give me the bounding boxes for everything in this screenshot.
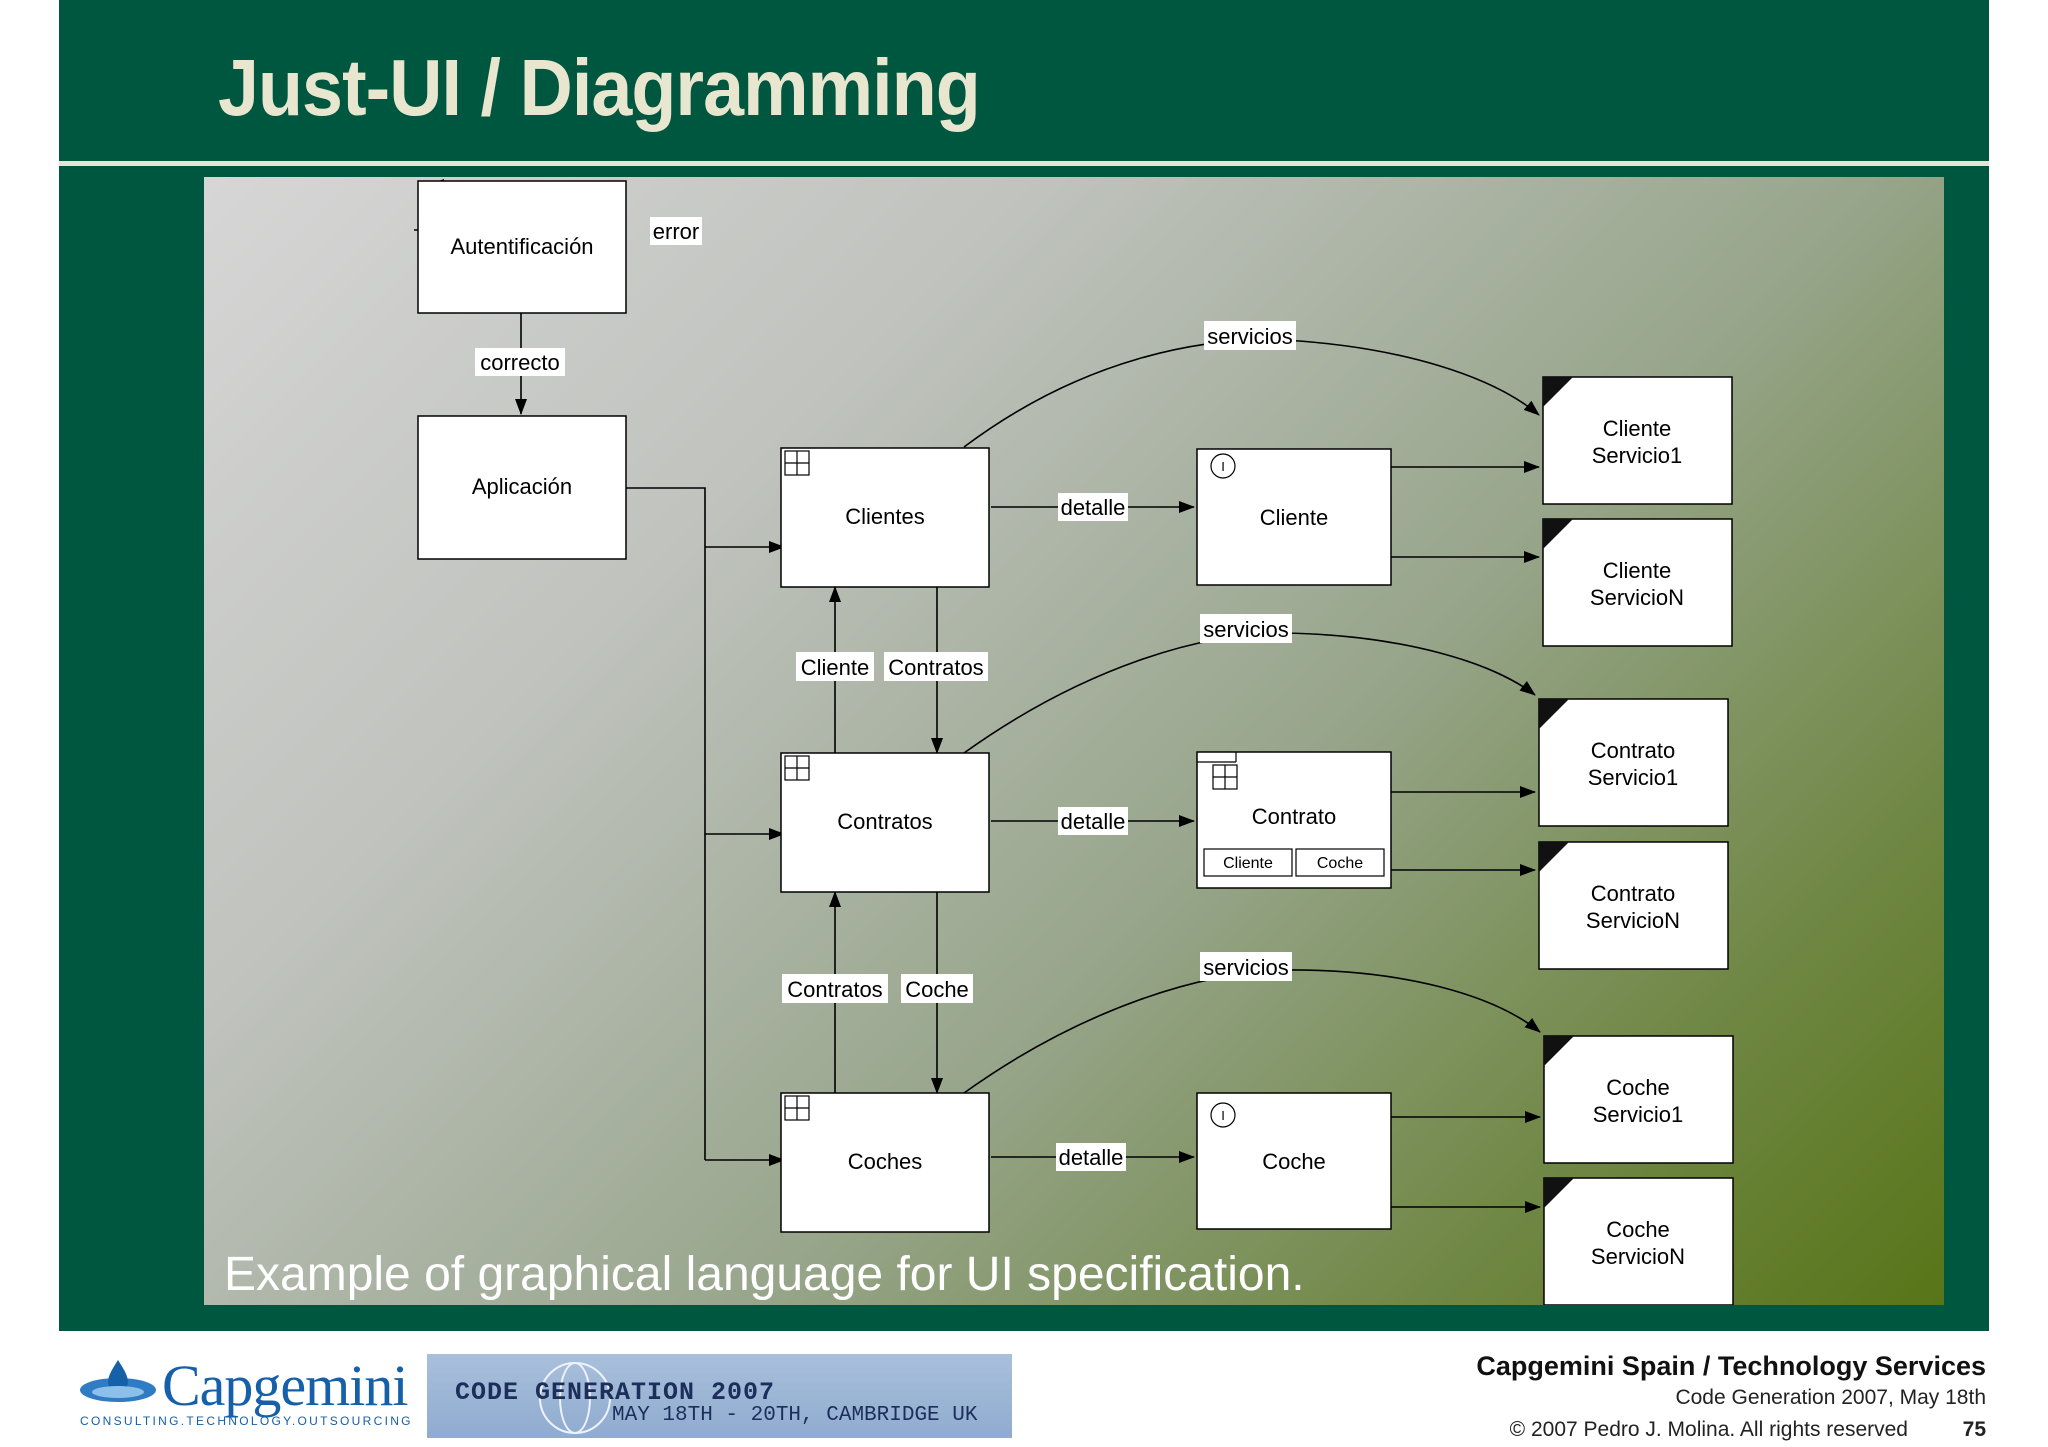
slide-caption: Example of graphical language for UI spe… [224,1248,1305,1301]
contrato-cliente-button-label: Cliente [1223,855,1273,872]
node-autentificacion[interactable] [417,180,627,314]
node-contrato-servicion[interactable] [1538,841,1729,970]
edge-servicios-1 [963,338,1540,448]
edge-label-coche: Coche [905,977,969,1002]
page-number: 75 [1962,1418,1986,1441]
banner-dates: MAY 18TH - 20TH, CAMBRIDGE UK [612,1404,978,1427]
edge-servicios-2 [963,632,1536,754]
node-contrato-servicio1[interactable] [1538,698,1729,827]
edge-label-correcto: correcto [480,350,559,375]
node-contratos-label: Contratos [837,809,932,834]
node-contrato-servicio1-line1: Contrato [1591,738,1675,763]
globe-meridian-icon [559,1362,591,1434]
capgemini-spade-icon [80,1360,156,1402]
node-contrato-servicio1-line2: Servicio1 [1588,765,1678,790]
edge-label-detalle-2: detalle [1061,809,1126,834]
node-clientes-label: Clientes [845,504,924,529]
node-aplicacion[interactable] [417,415,627,560]
title-divider [59,161,1989,166]
node-clientes[interactable] [780,447,990,588]
population-grid-icon [784,1095,810,1121]
contrato-coche-button-label: Coche [1317,855,1363,872]
node-coche-servicio1[interactable] [1543,1035,1734,1164]
banner-title: CODE GENERATION 2007 [455,1378,776,1407]
footer-company: Capgemini Spain / Technology Services [1476,1351,1986,1381]
instance-icon [1210,1102,1236,1128]
edge-aplicacion-trunk [626,487,706,1160]
service-corner-icon [1539,377,1574,1208]
node-coche-servicio1-line1: Coche [1606,1075,1670,1100]
node-coche-servicion-line2: ServicioN [1591,1244,1685,1269]
edge-label-servicios-3: servicios [1203,955,1289,980]
contrato-cliente-button[interactable] [1203,848,1293,877]
code-generation-banner: CODE GENERATION 2007 MAY 18TH - 20TH, CA… [427,1354,1012,1438]
node-coche-label: Coche [1262,1149,1326,1174]
edge-label-detalle-1: detalle [1061,495,1126,520]
node-autentificacion-label: Autentificación [450,234,593,259]
slide-title: Just-UI / Diagramming [218,43,981,132]
edge-label-cliente: Cliente [801,655,869,680]
diagram-panel: I I Cliente Coche Autentificación Aplica… [204,177,1944,1305]
population-grid-icon [784,450,810,476]
node-contrato-label: Contrato [1252,804,1336,829]
capgemini-tagline: CONSULTING.TECHNOLOGY.OUTSOURCING [80,1414,413,1428]
edge-label-contratos-down: Contratos [888,655,983,680]
node-coche-servicio1-line2: Servicio1 [1593,1102,1683,1127]
node-cliente-label: Cliente [1260,505,1328,530]
node-cliente-servicion-line2: ServicioN [1590,585,1684,610]
edge-label-servicios-1: servicios [1207,324,1293,349]
edge-label-servicios-2: servicios [1203,617,1289,642]
ui-diagram: I I Cliente Coche Autentificación Aplica… [414,179,1734,1305]
node-cliente-servicion[interactable] [1542,518,1733,647]
node-cliente-servicio1-line1: Cliente [1603,416,1671,441]
contrato-coche-button[interactable] [1295,848,1385,877]
node-contratos[interactable] [780,752,990,893]
node-coche-servicion-line1: Coche [1606,1217,1670,1242]
node-cliente-servicio1-line2: Servicio1 [1592,443,1682,468]
node-cliente-servicion-line1: Cliente [1603,558,1671,583]
footer-event: Code Generation 2007, May 18th [1675,1386,1986,1409]
instance-icon-glyph: I [1221,459,1225,474]
instance-icon [1210,453,1236,479]
node-coches[interactable] [780,1092,990,1233]
edge-servicios-3 [963,969,1541,1094]
node-aplicacion-label: Aplicación [472,474,572,499]
node-contrato-servicion-line2: ServicioN [1586,908,1680,933]
footer-copyright: © 2007 Pedro J. Molina. All rights reser… [1509,1418,1908,1441]
node-coche-servicion[interactable] [1543,1177,1734,1305]
capgemini-logo: Capgemini CONSULTING.TECHNOLOGY.OUTSOURC… [78,1352,411,1434]
master-detail-grid-icon [1197,752,1238,790]
capgemini-wordmark: Capgemini [162,1353,409,1418]
edge-label-error: error [653,219,699,244]
population-grid-icon [784,755,810,781]
node-coches-label: Coches [848,1149,923,1174]
node-cliente-servicio1[interactable] [1542,376,1733,505]
node-contrato-servicion-line1: Contrato [1591,881,1675,906]
edge-label-detalle-3: detalle [1059,1145,1124,1170]
edge-label-contratos-up: Contratos [787,977,882,1002]
instance-icon-glyph: I [1221,1108,1225,1123]
